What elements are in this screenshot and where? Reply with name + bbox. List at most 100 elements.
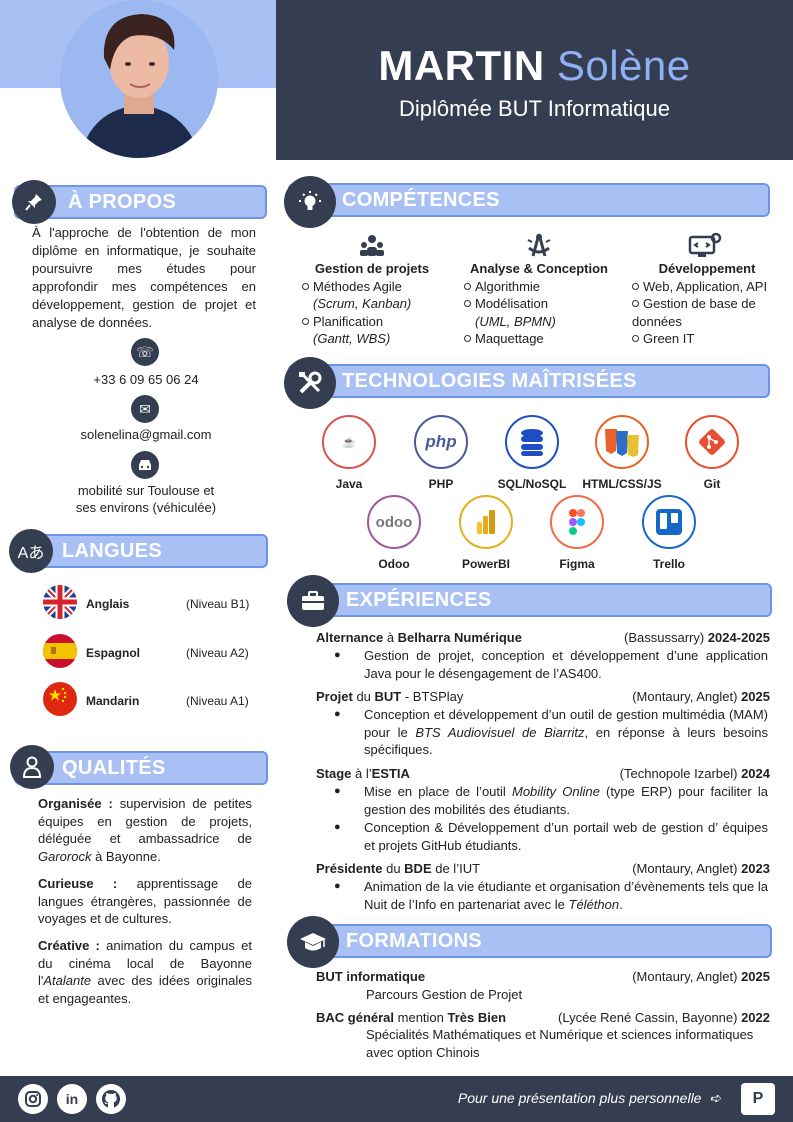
experience-1-detail: Gestion de projet, conception et dévelop…: [364, 648, 768, 681]
tech-html-css-js: HTML/CSS/JS: [582, 415, 662, 491]
competence-project-management: Gestion de projets Méthodes Agile (Scrum…: [302, 232, 442, 348]
git-icon: [685, 415, 739, 469]
experience-3-detail-1: Mise en place de l’outil Mobility Online…: [364, 783, 768, 818]
experience-role: Alternance: [316, 630, 384, 645]
language-level-spanish: (Niveau A2): [186, 646, 249, 660]
detail-text-2: , en réponse à leurs besoins spécifiques…: [364, 724, 768, 758]
bullet-icon: [632, 282, 639, 290]
formation-1-header: BUT informatique (Montaury, Anglet) 2025: [316, 969, 770, 984]
header-right-band: [276, 0, 793, 160]
experience-connector: à: [383, 630, 398, 645]
tech-trello: Trello: [629, 495, 709, 571]
php-icon: php: [414, 415, 468, 469]
experience-org-suffix: de l’IUT: [431, 861, 481, 876]
quality-label: Curieuse :: [38, 876, 118, 891]
competence-title: Analyse & Conception: [470, 261, 608, 276]
competence-item: Maquettage: [475, 331, 544, 346]
tech-git: Git: [672, 415, 752, 491]
formation-2-detail: Spécialités Mathématiques et Numérique e…: [366, 1027, 754, 1060]
bullet-icon: ●: [334, 649, 341, 661]
qualities-title: QUALITÉS: [62, 757, 166, 779]
language-level-english: (Niveau B1): [186, 597, 250, 611]
quality-text: supervision de petites équipes en gestio…: [38, 796, 252, 846]
tech-label: PowerBI: [461, 557, 510, 571]
bullet-icon: [464, 300, 471, 307]
competence-detail: données: [632, 313, 682, 329]
full-name: MARTIN Solène: [276, 42, 793, 90]
languages-banner: LANGUES: [14, 534, 268, 568]
bullet-icon: [464, 335, 471, 342]
formations-banner: FORMATIONS: [292, 924, 772, 958]
competence-item: Algorithmie: [475, 278, 541, 294]
china-flag-icon: [43, 682, 77, 716]
profile-photo: [60, 0, 218, 158]
formation-title: BUT informatique: [316, 969, 426, 984]
formation-title: BAC général: [316, 1010, 395, 1025]
bullet-icon: [302, 317, 309, 325]
experiences-banner: EXPÉRIENCES: [292, 583, 772, 617]
instagram-icon[interactable]: [18, 1084, 48, 1114]
experience-org: BUT: [374, 689, 402, 704]
language-level-mandarin: (Niveau A1): [186, 694, 249, 708]
competences-title: COMPÉTENCES: [342, 189, 500, 211]
language-name-mandarin: Mandarin: [86, 694, 140, 708]
experience-location: (Montaury, Anglet) 2023: [632, 861, 770, 876]
tech-sql: SQL/NoSQL: [492, 415, 572, 491]
quality-text-2: avec des idées originales et engageantes…: [38, 973, 252, 1006]
powerpoint-icon[interactable]: P: [741, 1083, 775, 1115]
competence-title: Développement: [658, 261, 756, 276]
tech-label: Java: [335, 477, 363, 491]
detail-text-2: .: [619, 896, 623, 912]
team-gears-icon: [302, 232, 442, 260]
first-name: Solène: [556, 42, 691, 89]
experience-role: Présidente: [316, 861, 383, 876]
last-name: MARTIN: [378, 42, 545, 89]
formation-location: (Lycée René Cassin, Bayonne) 2022: [558, 1010, 770, 1025]
formation-location: (Montaury, Anglet) 2025: [632, 969, 770, 984]
tech-figma: Figma: [537, 495, 617, 571]
java-icon: ☕: [322, 415, 376, 469]
quality-text: apprentissage de langues étrangères, pas…: [38, 876, 252, 926]
tech-powerbi: PowerBI: [446, 495, 526, 571]
experience-org: ESTIA: [371, 766, 410, 781]
experience-1-header: Alternance à Belharra Numérique (Bassuss…: [316, 630, 770, 645]
detail-text: Conception et développement d’un outil d…: [364, 707, 768, 740]
experience-year: 2025: [741, 689, 770, 704]
figma-icon: [550, 495, 604, 549]
bullet-icon: [632, 335, 639, 342]
competence-item: Web, Application, API: [643, 278, 768, 294]
quality-label: Créative :: [38, 938, 100, 953]
bullet-icon: ●: [334, 880, 341, 892]
uk-flag-icon: [43, 585, 77, 619]
competence-detail: (Gantt, WBS): [313, 331, 391, 346]
mobility-line-1: mobilité sur Toulouse et: [77, 483, 215, 498]
experience-year: 2024: [741, 766, 770, 781]
experience-connector: à l’: [351, 766, 372, 781]
experience-role: Projet: [316, 689, 353, 704]
competence-detail: (UML, BPMN): [475, 313, 556, 329]
footer-label: Pour une présentation plus personnelle: [457, 1090, 702, 1106]
linkedin-icon[interactable]: in: [57, 1084, 87, 1114]
detail-italic: Mobility Online: [511, 784, 600, 799]
competence-item: Modélisation: [475, 296, 548, 311]
experience-2-detail: Conception et développement d’un outil d…: [364, 706, 768, 759]
formation-mention: Très Bien: [447, 1010, 507, 1025]
formation-connector: mention: [394, 1010, 448, 1025]
experience-2-header: Projet du BUT - BTSPlay (Montaury, Angle…: [316, 689, 770, 704]
competence-item: Green IT: [643, 331, 695, 346]
technologies-title: TECHNOLOGIES MAÎTRISÉES: [342, 370, 637, 392]
experience-place: (Technopole Izarbel): [619, 766, 742, 781]
github-icon[interactable]: [96, 1084, 126, 1114]
graduation-cap-icon: [287, 916, 339, 968]
formation-place: (Lycée René Cassin, Bayonne): [558, 1010, 742, 1025]
quality-curious: Curieuse : apprentissage de langues étra…: [38, 875, 252, 928]
language-name-english: Anglais: [86, 597, 130, 611]
lightbulb-icon: [284, 176, 336, 228]
quality-organized: Organisée : supervision de petites équip…: [38, 795, 252, 865]
detail-text-2: (type ERP) pour faciliter la gestion des…: [364, 784, 768, 817]
experience-location: (Technopole Izarbel) 2024: [620, 766, 770, 781]
competence-item: Gestion de base de: [643, 296, 756, 311]
detail-text: Mise en place de l’outil: [364, 784, 512, 799]
tech-label: PHP: [428, 477, 454, 491]
technologies-banner: TECHNOLOGIES MAÎTRISÉES: [288, 364, 770, 398]
